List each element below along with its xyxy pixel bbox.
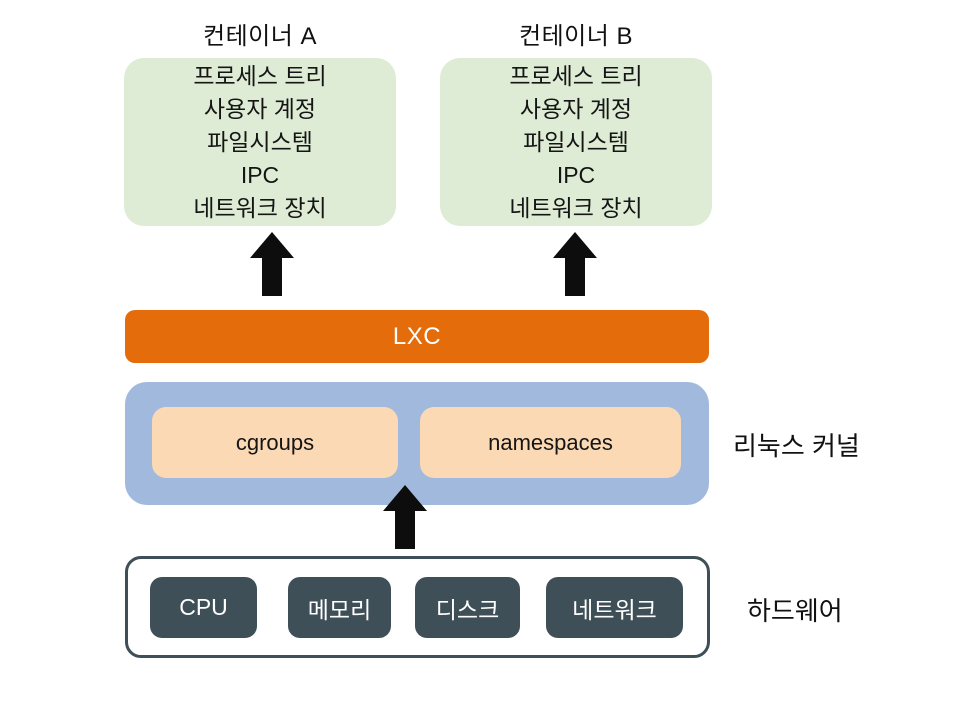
container-a-box: 프로세스 트리 사용자 계정 파일시스템 IPC 네트워크 장치: [124, 58, 396, 226]
up-arrow-lxc-to-container-a: [250, 232, 294, 296]
up-arrow-hardware-to-kernel: [383, 485, 427, 549]
container-b-feature-process-tree: 프로세스 트리: [509, 62, 643, 89]
namespaces-box: namespaces: [420, 407, 681, 478]
memory-box: 메모리: [288, 577, 391, 638]
lxc-bar: LXC: [125, 310, 709, 363]
container-a-feature-ipc: IPC: [240, 161, 280, 188]
hardware-label: 하드웨어: [747, 596, 843, 626]
container-b-feature-ipc: IPC: [556, 161, 596, 188]
container-b-feature-network-device: 네트워크 장치: [509, 194, 643, 221]
up-arrow-lxc-to-container-b: [553, 232, 597, 296]
network-box: 네트워크: [546, 577, 683, 638]
container-a-feature-network-device: 네트워크 장치: [193, 194, 327, 221]
hardware-box: CPU 메모리 디스크 네트워크: [125, 556, 710, 658]
container-a-feature-filesystem: 파일시스템: [207, 128, 313, 155]
container-b-feature-filesystem: 파일시스템: [523, 128, 629, 155]
container-a-feature-process-tree: 프로세스 트리: [193, 62, 327, 89]
linux-kernel-label: 리눅스 커널: [733, 431, 860, 461]
linux-kernel-box: cgroups namespaces: [125, 382, 709, 505]
disk-box: 디스크: [415, 577, 520, 638]
container-b-box: 프로세스 트리 사용자 계정 파일시스템 IPC 네트워크 장치: [440, 58, 712, 226]
container-a-title: 컨테이너 A: [203, 23, 317, 50]
container-b-title: 컨테이너 B: [519, 23, 633, 50]
container-a-feature-user-account: 사용자 계정: [203, 95, 317, 122]
cgroups-box: cgroups: [152, 407, 398, 478]
container-b-feature-user-account: 사용자 계정: [519, 95, 633, 122]
cpu-box: CPU: [150, 577, 257, 638]
